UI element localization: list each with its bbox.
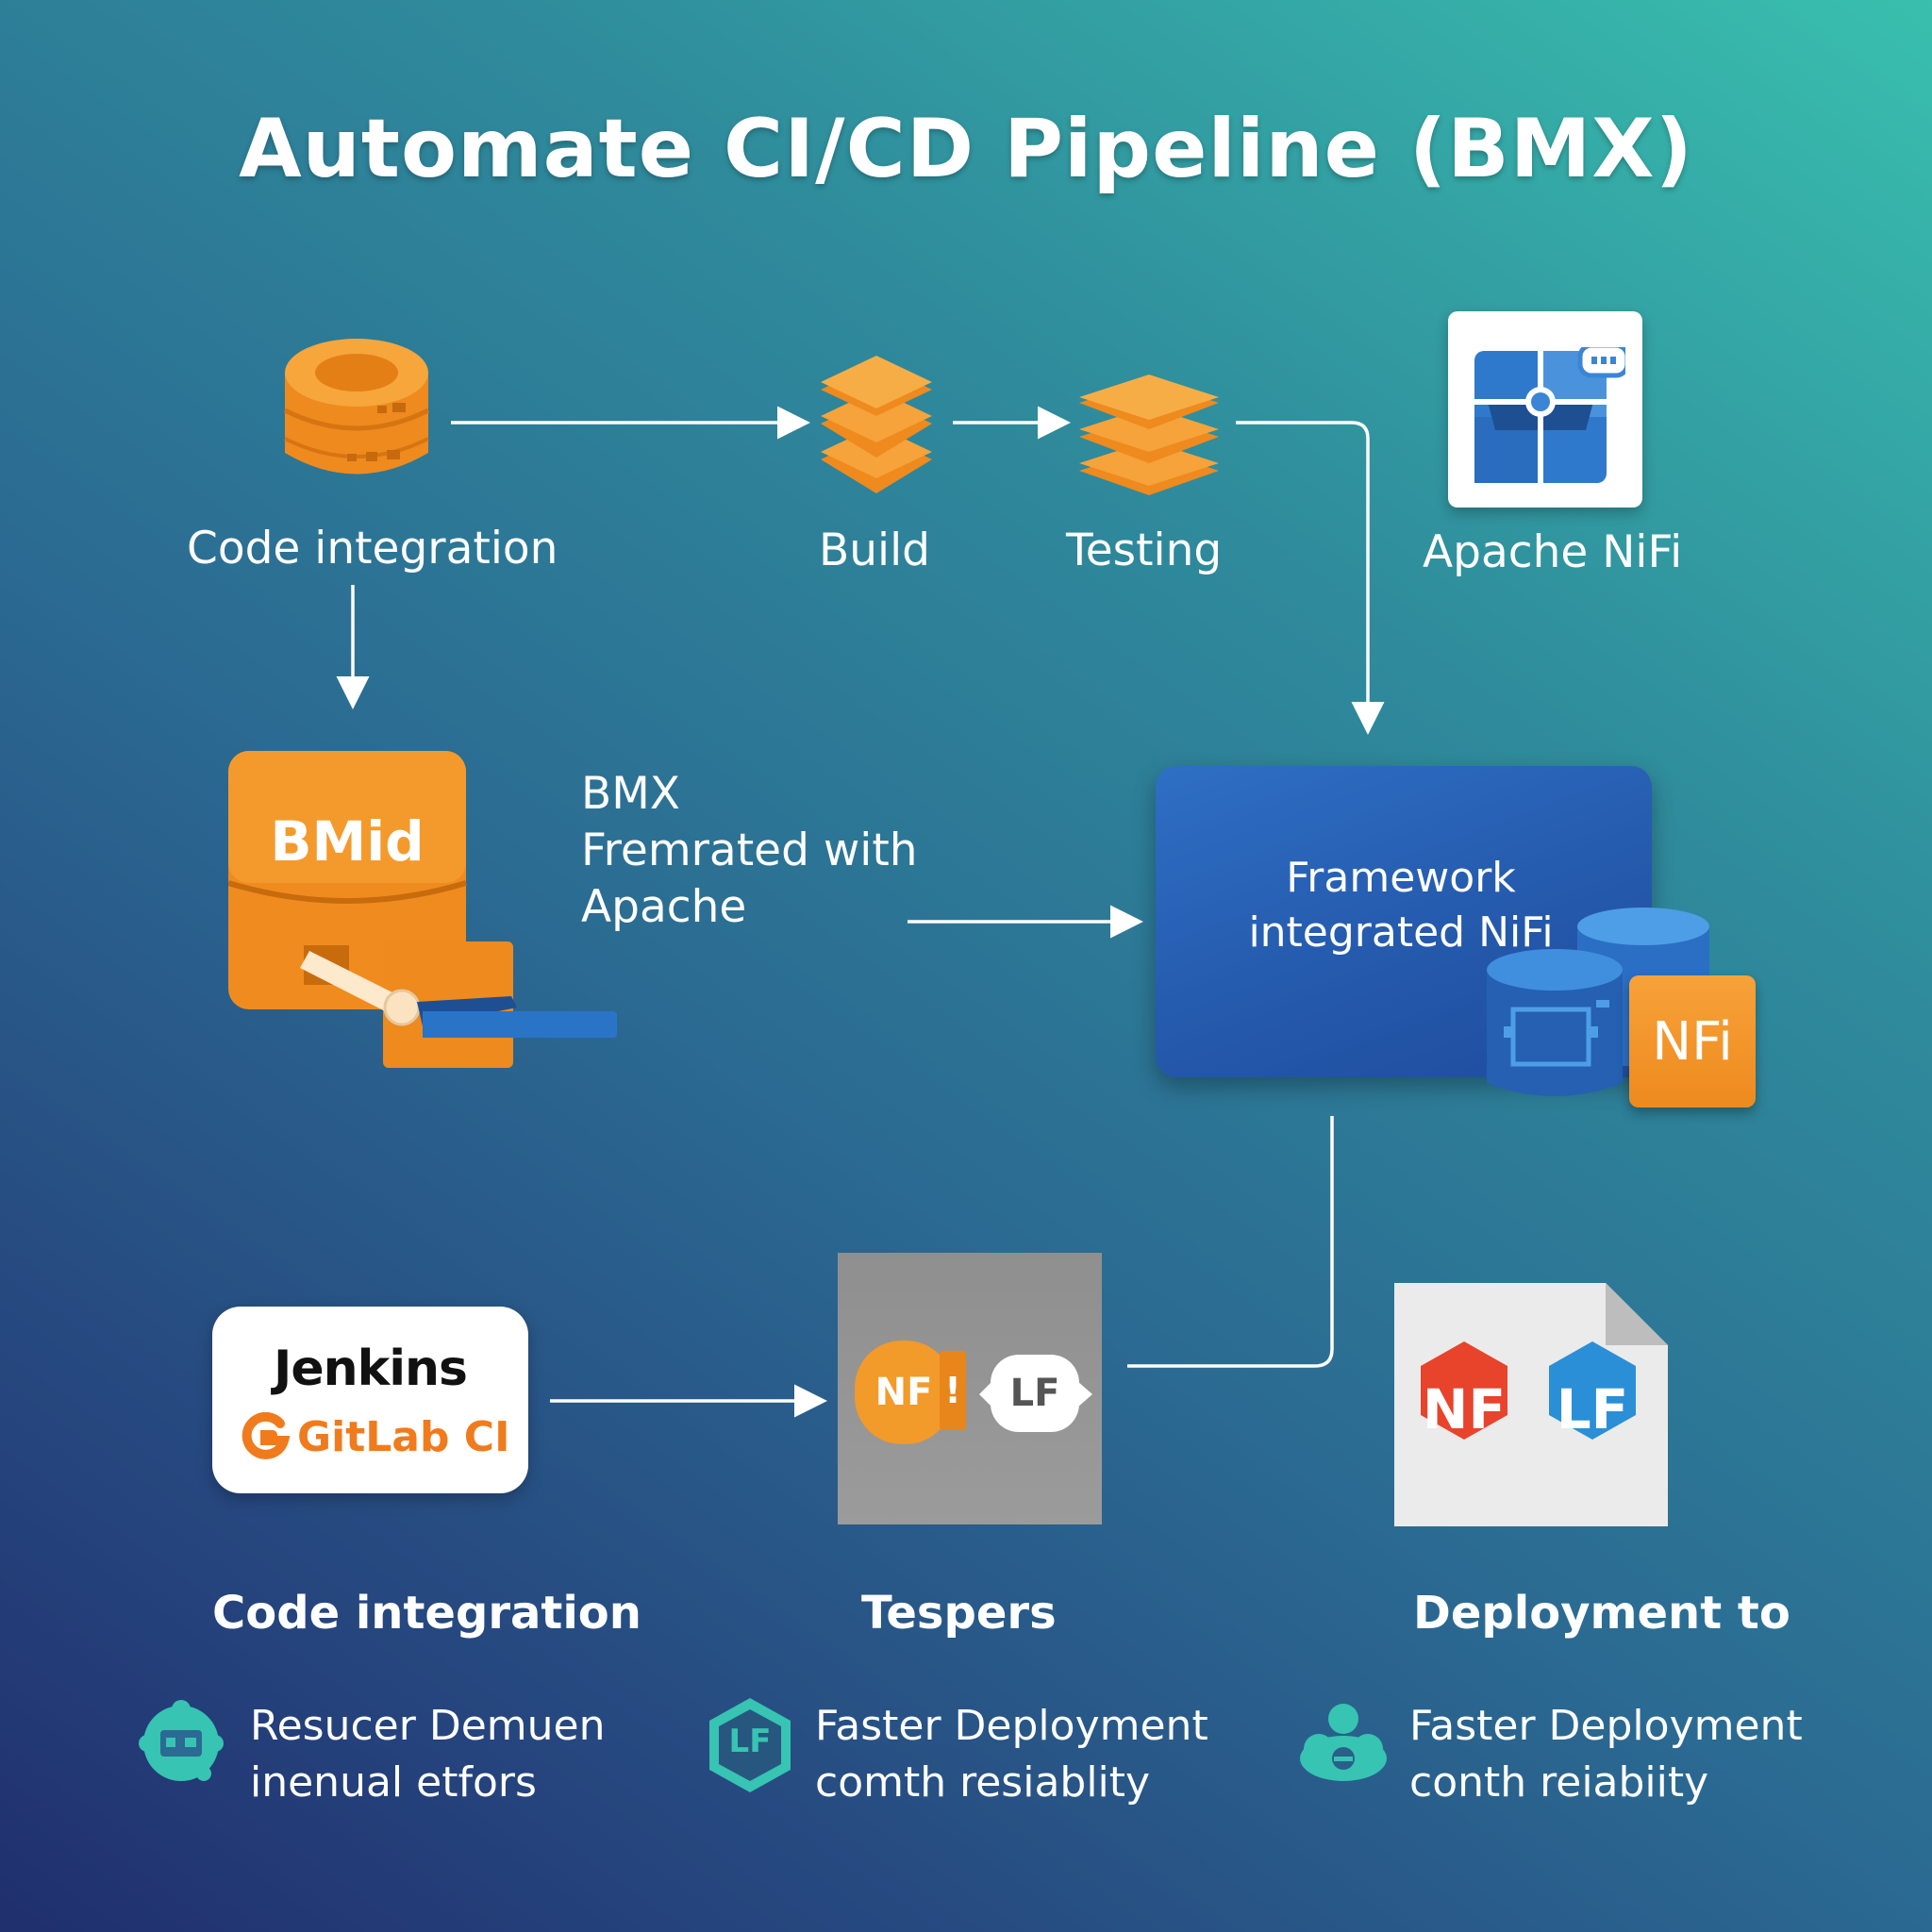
apache-nifi-label: Apache NiFi (1423, 526, 1683, 578)
heading-deployment: Deployment to (1413, 1587, 1790, 1640)
gitlab-icon (242, 1412, 290, 1459)
bmx-caption-line-1: BMX (581, 768, 680, 820)
gitlab-row: GitLab CI (241, 1412, 509, 1461)
benefit-3-line-1: Faster Deployment (1409, 1702, 1803, 1750)
testing-label: Testing (1066, 525, 1223, 576)
framework-text: Framework integrated NiFi (1156, 851, 1646, 960)
bmx-caption-line-2: Fremrated with (581, 824, 918, 876)
benefit-1-line-1: Resucer Demuen (250, 1702, 606, 1750)
lf-hexagon-text: LF (728, 1723, 772, 1760)
benefit-1-line-2: inenual etfors (250, 1758, 537, 1807)
lf-hexagon-badge-icon (1549, 1341, 1636, 1440)
nifi-badge: NFi (1629, 975, 1756, 1108)
bmx-caption: BMX Fremrated with Apache (581, 766, 918, 936)
lf-bubble: LF (991, 1355, 1079, 1432)
tespers-card: NF ! LF (838, 1253, 1102, 1524)
doc-lf-label: LF (1556, 1377, 1629, 1441)
code-integration-label: Code integration (187, 523, 558, 575)
framework-text-line-1: Framework (1286, 854, 1516, 902)
deployment-document (1394, 1283, 1668, 1526)
apache-nifi-card (1448, 311, 1642, 508)
benefit-2-line-1: Faster Deployment (815, 1702, 1208, 1750)
framework-text-line-2: integrated NiFi (1248, 908, 1554, 957)
nf-bubble-mark: ! (944, 1370, 961, 1411)
jenkins-label: Jenkins (273, 1341, 468, 1397)
build-layers-icon (821, 356, 932, 493)
heading-tespers: Tespers (861, 1587, 1057, 1640)
heading-code-integration: Code integration (212, 1587, 641, 1640)
doc-nf-label: NF (1422, 1377, 1507, 1441)
nf-bubble: NF (855, 1341, 953, 1444)
nf-hexagon-icon (1421, 1341, 1507, 1440)
lf-bubble-pointers (979, 1381, 1092, 1407)
team-network-icon (139, 1700, 224, 1781)
apache-nifi-icon (1474, 347, 1625, 483)
arrow-testing-to-framework (1236, 421, 1385, 735)
benefit-3-line-2: conth reiabiity (1409, 1758, 1709, 1807)
gitlab-ci-label: GitLab CI (297, 1412, 510, 1461)
build-label: Build (819, 525, 930, 576)
testing-layers-icon (1079, 375, 1219, 495)
lf-bubble-label: LF (1009, 1372, 1060, 1415)
database-icon (283, 339, 430, 475)
bmid-label: BMid (270, 809, 425, 874)
connector-framework-to-tespers (1127, 1116, 1334, 1368)
cloud-group-icon (1300, 1704, 1387, 1781)
lf-hexagon-icon (709, 1698, 791, 1792)
jenkins-gitlab-card: Jenkins GitLab CI (212, 1307, 528, 1493)
benefit-3-text: Faster Deployment conth reiabiity (1409, 1698, 1803, 1811)
page-title: Automate CI/CD Pipeline (BMX) (239, 102, 1693, 196)
nf-bubble-tab: ! (940, 1351, 966, 1430)
bmid-package-icon (228, 751, 617, 1068)
bmx-caption-line-3: Apache (581, 881, 747, 933)
nf-bubble-label: NF (874, 1371, 933, 1414)
benefit-2-text: Faster Deployment comth resiablity (815, 1698, 1208, 1811)
benefit-1-text: Resucer Demuen inenual etfors (250, 1698, 605, 1811)
benefit-2-line-2: comth resiablity (815, 1758, 1151, 1807)
